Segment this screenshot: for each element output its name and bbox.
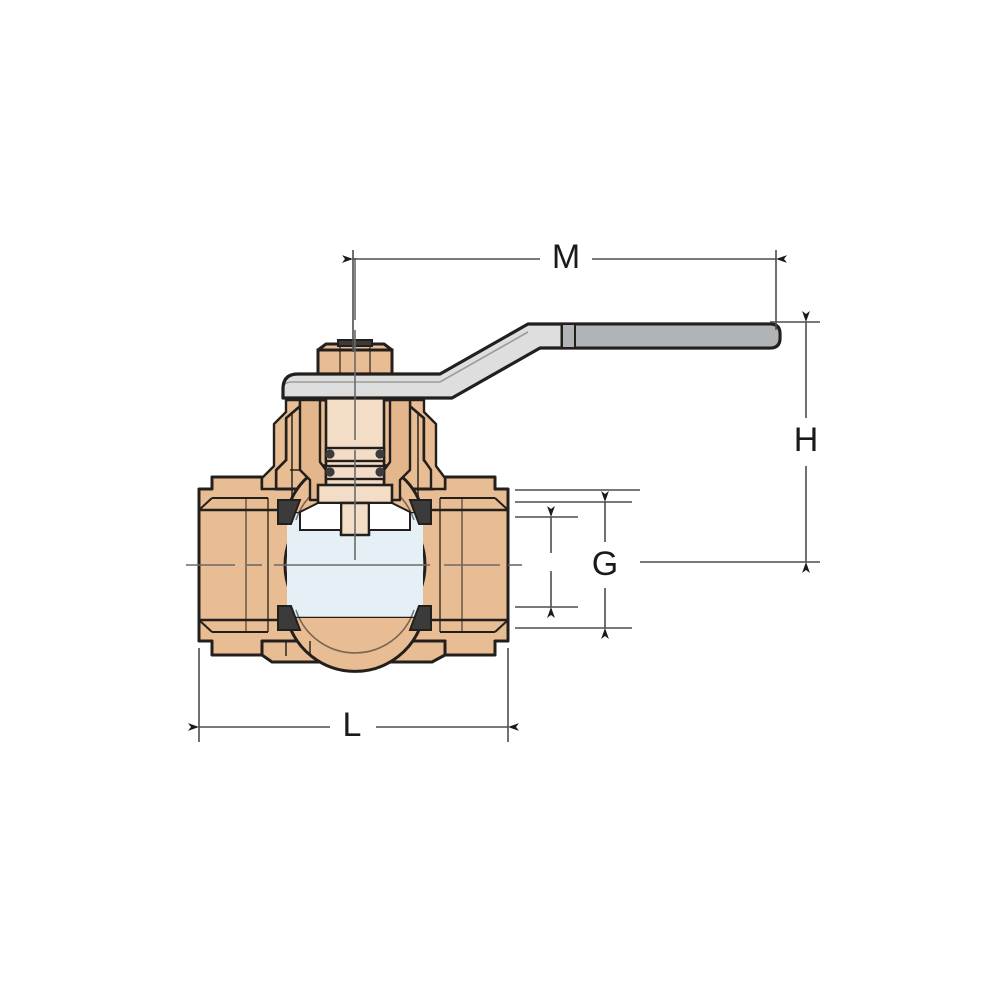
dimension-M: M — [342, 238, 787, 352]
hidden-edge-lines — [285, 414, 419, 656]
dimension-G: G — [515, 489, 640, 639]
dimension-label-G: G — [592, 545, 618, 583]
dimension-label-H: H — [794, 421, 819, 459]
dimension-label-L: L — [343, 706, 362, 744]
lever-handle — [281, 322, 782, 400]
seat-seals — [277, 499, 432, 631]
dimension-H: H — [640, 311, 820, 573]
centerlines — [186, 258, 522, 566]
dimension-L: L — [188, 648, 519, 744]
dimension-label-M: M — [552, 238, 580, 276]
